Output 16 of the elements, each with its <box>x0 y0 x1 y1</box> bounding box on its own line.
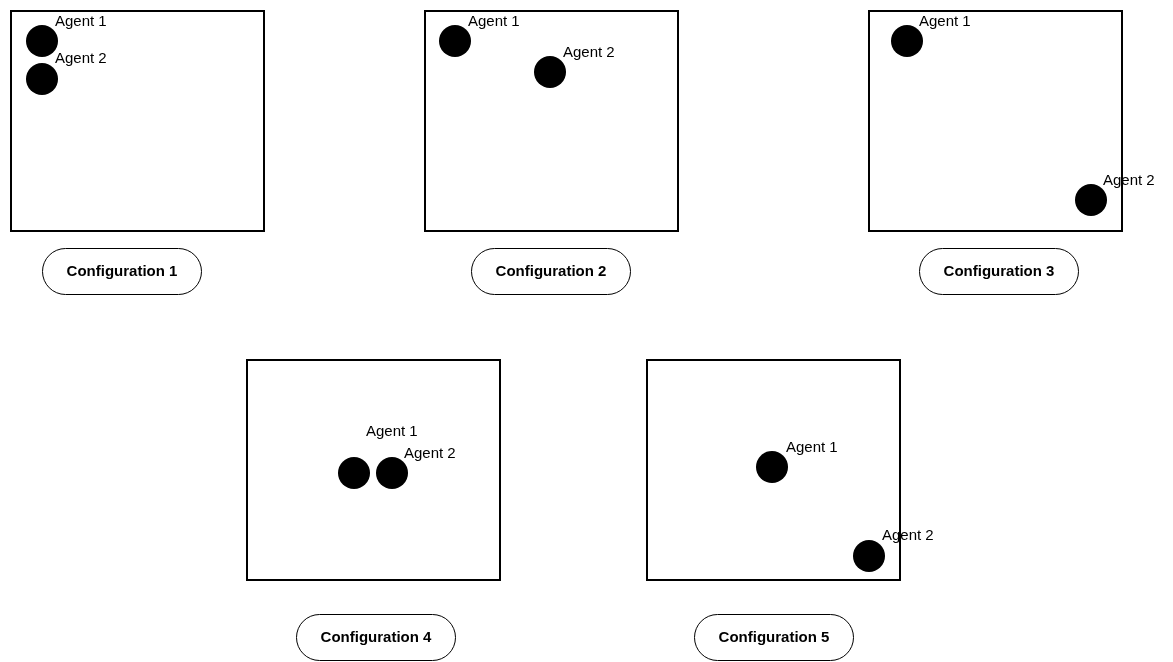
label-pill: Configuration 4 <box>296 614 456 661</box>
agent-label: Agent 2 <box>55 49 107 67</box>
label-pill: Configuration 5 <box>694 614 854 661</box>
label-pill: Configuration 1 <box>42 248 202 295</box>
agent-label: Agent 2 <box>404 444 456 462</box>
field-box <box>246 359 501 581</box>
field-box <box>10 10 265 232</box>
agent-label: Agent 1 <box>919 12 971 30</box>
agent-label: Agent 1 <box>366 422 418 440</box>
agent-label: Agent 1 <box>55 12 107 30</box>
agent-label: Agent 2 <box>563 43 615 61</box>
agent-label: Agent 1 <box>786 438 838 456</box>
label-pill: Configuration 3 <box>919 248 1079 295</box>
field-box <box>424 10 679 232</box>
agent-label: Agent 1 <box>468 12 520 30</box>
label-pill: Configuration 2 <box>471 248 631 295</box>
